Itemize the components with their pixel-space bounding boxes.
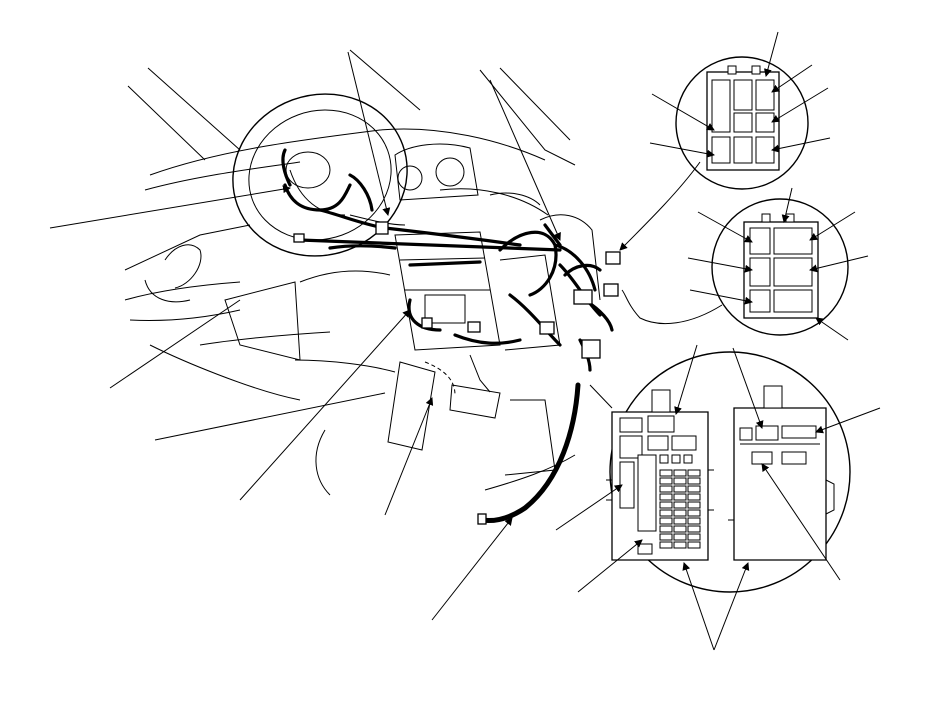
fuse-box-detail (606, 351, 851, 593)
callout-leaders (49, 31, 881, 651)
connector-detail-middle (711, 198, 849, 336)
fuse-grid (659, 469, 701, 549)
wire-harness (281, 148, 621, 525)
dashboard-sketch (124, 49, 601, 496)
connector-detail-top (675, 56, 809, 190)
